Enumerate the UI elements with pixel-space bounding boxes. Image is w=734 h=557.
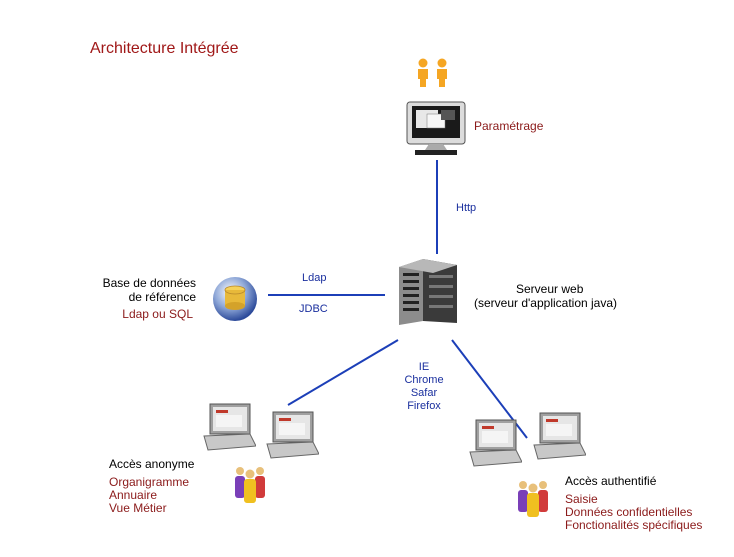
server-sublabel: (serveur d'application java) (474, 296, 618, 310)
browser-chrome: Chrome (404, 374, 444, 386)
laptop-icon (469, 419, 522, 467)
authenticated-item: Données confidentielles (565, 505, 693, 519)
database-label-2: de référence (128, 290, 196, 304)
browser-ie: IE (418, 361, 430, 373)
browser-safari: Safar (410, 387, 438, 399)
anonymous-item: Organigramme (109, 475, 190, 489)
authenticated-item: Saisie (565, 492, 598, 506)
diagram-title: Architecture Intégrée (90, 40, 239, 57)
laptop-icon (203, 403, 256, 451)
ldap-label: Ldap (302, 272, 327, 284)
http-label: Http (456, 202, 477, 214)
jdbc-label: JDBC (299, 303, 328, 315)
admin-monitor-icon (406, 101, 466, 155)
admin-label: Paramétrage (474, 119, 544, 133)
laptop-icon (266, 411, 319, 459)
server-label: Serveur web (516, 282, 584, 296)
users-group-icon (235, 467, 265, 503)
database-icon (213, 277, 257, 321)
authenticated-label: Accès authentifié (565, 474, 657, 488)
database-label: Base de données (102, 276, 196, 290)
database-sublabel: Ldap ou SQL (122, 307, 193, 321)
anonymous-link-line (287, 339, 399, 406)
server-tower-icon (399, 259, 457, 325)
users-group-icon (518, 481, 548, 517)
authenticated-item: Fonctionalités spécifiques (565, 518, 703, 532)
admin-users-icon (418, 58, 447, 87)
anonymous-item: Vue Métier (109, 501, 167, 515)
anonymous-item: Annuaire (109, 488, 158, 502)
anonymous-label: Accès anonyme (109, 457, 195, 471)
browser-firefox: Firefox (407, 400, 441, 412)
laptop-icon (533, 412, 586, 460)
